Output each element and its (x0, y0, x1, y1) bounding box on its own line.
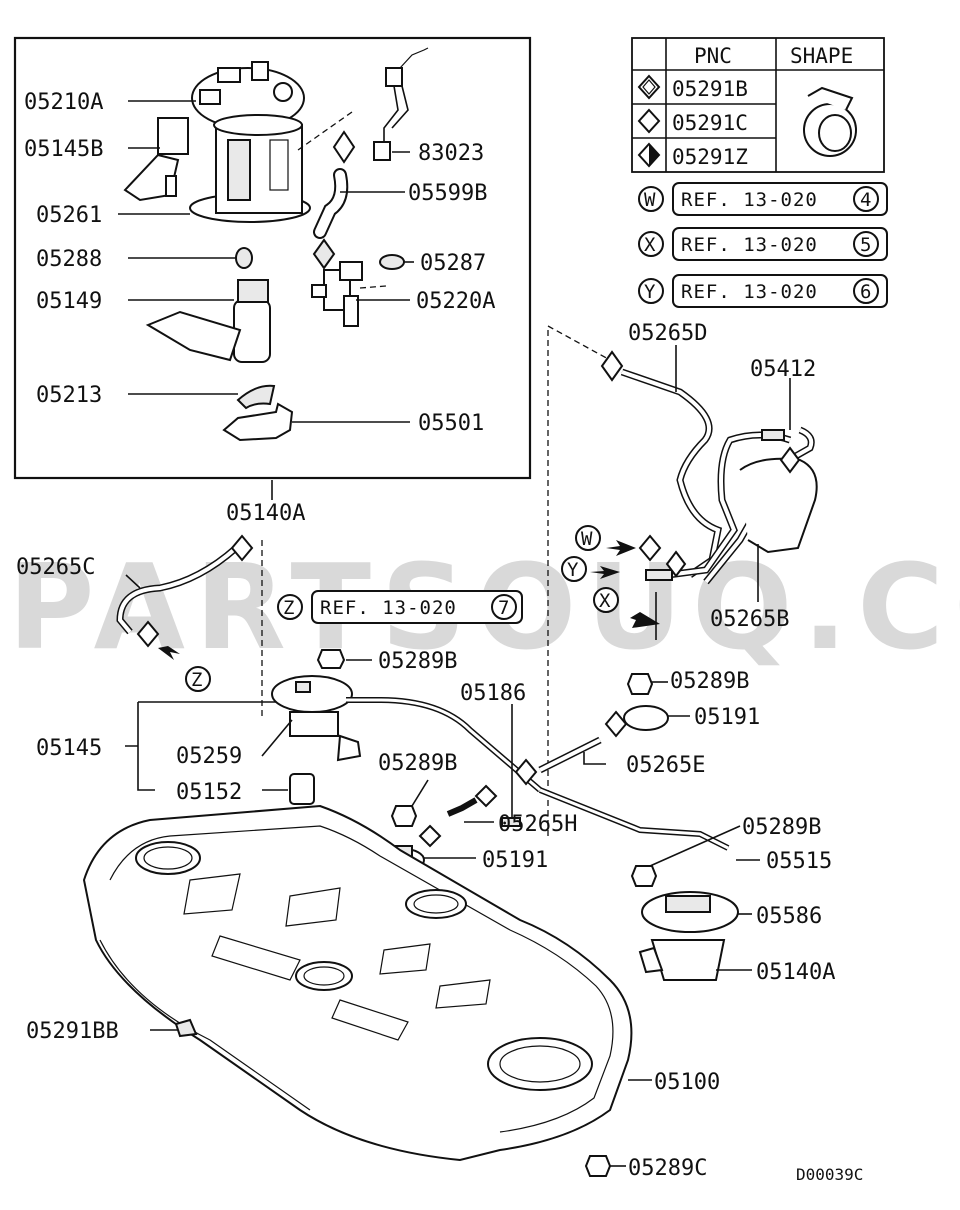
label-05140A-bottom: 05140A (756, 960, 835, 985)
ref-marker-W: W (644, 189, 656, 211)
o-ring-icon (235, 247, 253, 269)
pressure-regulator-icon (311, 261, 363, 327)
label-05515: 05515 (766, 849, 832, 874)
label-05265B: 05265B (710, 607, 789, 632)
marker-W: W (581, 528, 593, 550)
clamp-legend-table: PNC SHAPE 05291B 05291C 05291Z (631, 37, 885, 173)
label-05220A: 05220A (416, 289, 495, 314)
label-05261: 05261 (36, 203, 102, 228)
ref-marker-Y: Y (644, 281, 656, 303)
label-05186: 05186 (460, 681, 526, 706)
marker-X: X (599, 590, 611, 612)
ref-marker-X: X (644, 234, 656, 256)
sender-unit-assembly (271, 649, 542, 805)
diamond-open-icon (637, 108, 661, 134)
label-05259: 05259 (176, 744, 242, 769)
clamp-marker-icon (332, 130, 356, 164)
pnc-05291B: 05291B (672, 77, 748, 101)
reference-W: W REF. 13-020 4 (638, 182, 888, 216)
reference-Z: Z REF. 13-020 7 (277, 590, 523, 624)
marker-Z: Z (191, 669, 203, 691)
label-05265C: 05265C (16, 555, 95, 580)
grommet-icon (379, 254, 405, 270)
label-05287: 05287 (420, 251, 486, 276)
label-05213: 05213 (36, 383, 102, 408)
label-05265H: 05265H (498, 812, 577, 837)
pump-body-icon (189, 114, 311, 223)
sender-bracket-icon (123, 117, 189, 202)
pump-motor-icon (145, 279, 271, 363)
ref-text-Y: REF. 13-020 (681, 281, 818, 303)
label-05412: 05412 (750, 357, 816, 382)
ref-marker-Z: Z (283, 597, 295, 619)
pnc-05291C: 05291C (672, 111, 748, 135)
header-shape: SHAPE (790, 44, 853, 68)
ref-text-X: REF. 13-020 (681, 234, 818, 256)
label-05265E: 05265E (626, 753, 705, 778)
header-pnc: PNC (694, 44, 732, 68)
label-05289C: 05289C (628, 1156, 707, 1181)
ref-num-Y: 6 (860, 281, 872, 303)
reference-Y: Y REF. 13-020 6 (638, 274, 888, 308)
hose-clamp-icon (803, 86, 857, 157)
label-05289B-4: 05289B (742, 815, 821, 840)
label-05149: 05149 (36, 289, 102, 314)
arrow-to-W-icon (606, 540, 636, 556)
pump-top-plate-icon (191, 61, 305, 129)
inset-leaders (118, 100, 414, 500)
pnc-05291Z: 05291Z (672, 145, 748, 169)
arrow-to-X-icon (630, 612, 660, 628)
label-05501: 05501 (418, 411, 484, 436)
label-05145: 05145 (36, 736, 102, 761)
label-83023: 83023 (418, 141, 484, 166)
ref-text-W: REF. 13-020 (681, 189, 818, 211)
label-05210A: 05210A (24, 90, 103, 115)
fuel-tank-icon (82, 804, 633, 1177)
diamond-dotted-icon (637, 74, 661, 100)
label-05100: 05100 (654, 1070, 720, 1095)
retainer-clip-icon (236, 384, 276, 410)
label-05291BB: 05291BB (26, 1019, 119, 1044)
ref-text-Z: REF. 13-020 (320, 597, 457, 619)
pump-module-right (638, 891, 752, 981)
clamp-marker-icon (312, 238, 336, 270)
ref-num-W: 4 (860, 189, 872, 211)
label-05289B-2: 05289B (378, 751, 457, 776)
label-05599B: 05599B (408, 181, 487, 206)
label-05586: 05586 (756, 904, 822, 929)
ref-num-Z: 7 (498, 597, 510, 619)
label-05191-1: 05191 (482, 848, 548, 873)
wire-harness-icon (373, 47, 429, 161)
pump-holder-icon (222, 402, 294, 442)
arrow-to-Z-icon (158, 646, 180, 660)
filler-neck-icon (739, 457, 818, 554)
label-05288: 05288 (36, 247, 102, 272)
marker-Y: Y (567, 559, 579, 581)
reference-X: X REF. 13-020 5 (638, 227, 888, 261)
ref-num-X: 5 (860, 234, 872, 256)
label-05145B: 05145B (24, 137, 103, 162)
label-05152: 05152 (176, 780, 242, 805)
label-05265D: 05265D (628, 321, 707, 346)
label-05191-2: 05191 (694, 705, 760, 730)
label-05289B-1: 05289B (378, 649, 457, 674)
hose-group-right: W Y X (547, 325, 818, 840)
arrow-to-Y-icon (590, 566, 620, 579)
pump-assembly-inset (13, 36, 532, 480)
label-05289B-3: 05289B (670, 669, 749, 694)
label-05140A-top: 05140A (226, 501, 305, 526)
hose-05265C: Z (116, 534, 263, 720)
diagram-code: D00039C (796, 1165, 863, 1184)
